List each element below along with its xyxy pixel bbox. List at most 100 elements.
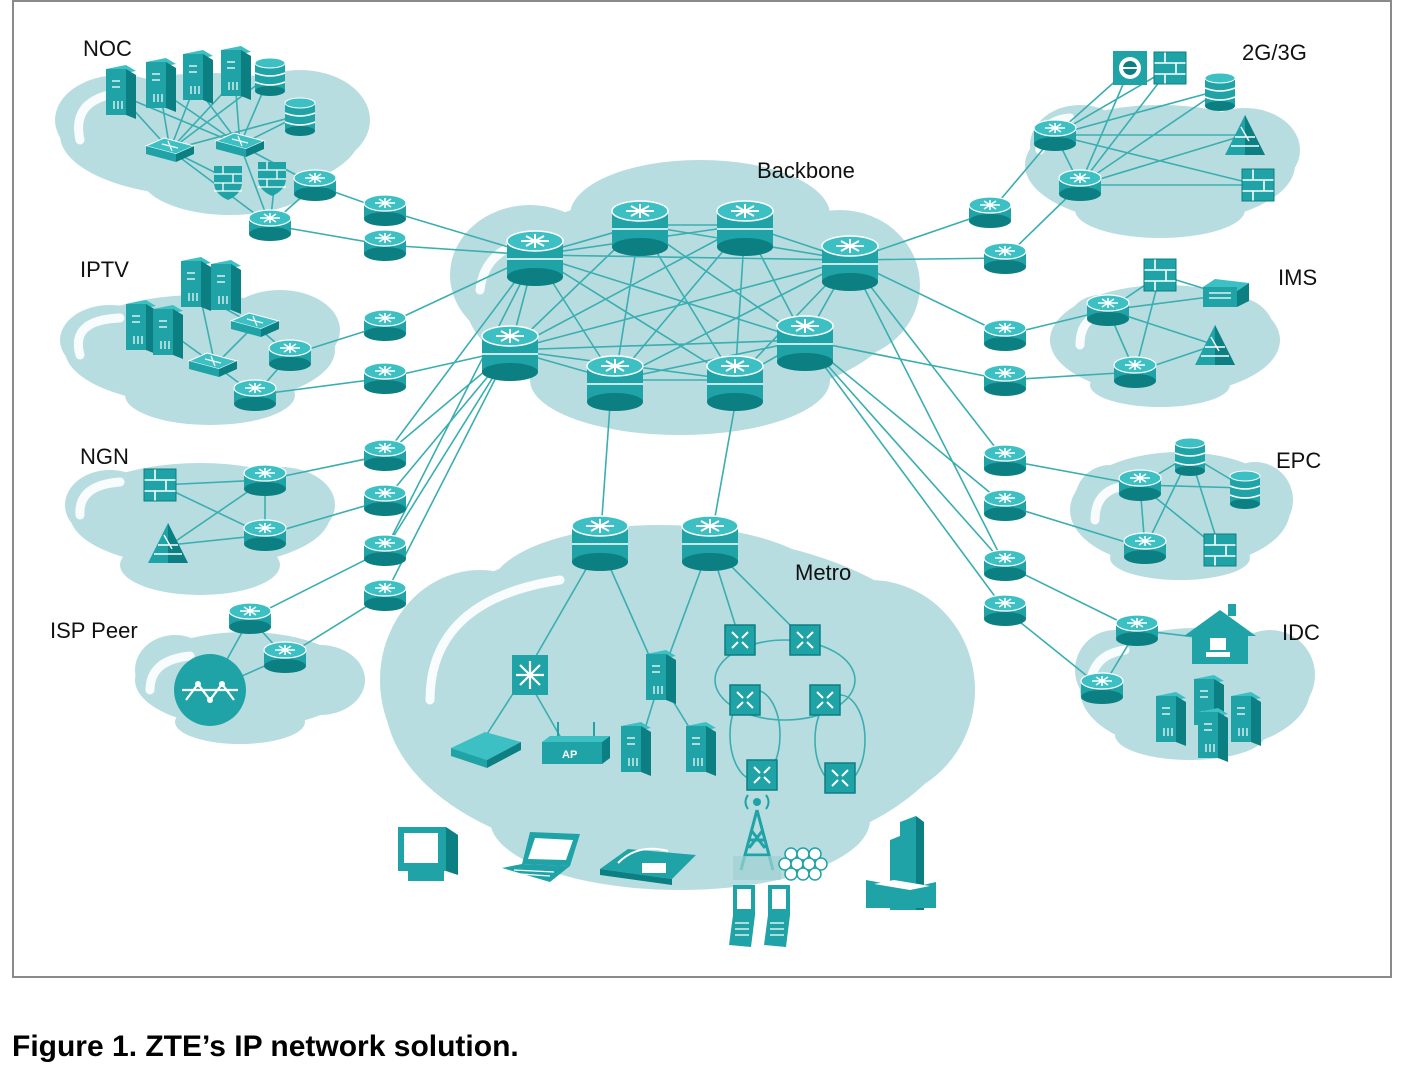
switch-icon — [746, 759, 778, 791]
server-icon — [180, 256, 212, 312]
router-icon — [1033, 119, 1077, 152]
firewall-icon — [1153, 51, 1187, 85]
router-icon — [268, 339, 312, 372]
router-icon — [968, 196, 1012, 229]
switch-icon — [789, 624, 821, 656]
label-iptv: IPTV — [80, 257, 129, 282]
router-icon — [481, 325, 539, 382]
tower-icon — [733, 794, 781, 880]
switch-icon — [724, 624, 756, 656]
router-icon — [363, 229, 407, 262]
router-icon — [681, 515, 739, 572]
switch-icon — [729, 684, 761, 716]
mobile-icon — [729, 885, 755, 947]
cell-grid-icon — [778, 847, 828, 881]
router-icon — [363, 579, 407, 612]
access-point-icon: AP — [542, 722, 610, 764]
label-epc: EPC — [1276, 448, 1321, 473]
server-icon — [182, 49, 214, 105]
server-icon — [152, 304, 184, 360]
database-icon — [254, 57, 286, 97]
label-metro: Metro — [795, 560, 851, 585]
router-icon — [363, 194, 407, 227]
label-ngn: NGN — [80, 444, 129, 469]
firewall-icon — [1241, 168, 1275, 202]
label-idc: IDC — [1282, 620, 1320, 645]
end-user-devices — [398, 794, 936, 947]
label-isp-peer: ISP Peer — [50, 618, 138, 643]
switch-icon — [809, 684, 841, 716]
mobile-icon — [764, 885, 790, 947]
server-icon — [620, 721, 652, 777]
router-icon — [363, 439, 407, 472]
house-icon — [1184, 604, 1256, 664]
metro-devices: AP — [451, 515, 856, 794]
router-icon — [363, 534, 407, 567]
router-icon — [233, 379, 277, 412]
router-icon — [1058, 169, 1102, 202]
router-icon — [1086, 294, 1130, 327]
server-icon — [1230, 691, 1262, 747]
label-2g3g: 2G/3G — [1242, 40, 1307, 65]
ims-devices — [1086, 258, 1249, 389]
figure-caption: Figure 1. ZTE’s IP network solution. — [12, 1030, 519, 1063]
server-icon — [220, 45, 252, 101]
server-icon — [1155, 691, 1187, 747]
router-icon — [1118, 469, 1162, 502]
label-noc: NOC — [83, 36, 132, 61]
right-edge-routers — [968, 196, 1027, 627]
isp-devices — [174, 602, 307, 726]
database-icon — [284, 97, 316, 137]
router-icon — [706, 355, 764, 412]
router-icon — [243, 519, 287, 552]
gateway-icon — [1113, 51, 1147, 85]
laptop-icon — [502, 832, 580, 882]
server-icon — [685, 721, 717, 777]
router-icon — [1113, 356, 1157, 389]
router-icon — [983, 594, 1027, 627]
switch-icon — [824, 762, 856, 794]
database-icon — [1204, 72, 1236, 112]
router-icon — [571, 515, 629, 572]
router-icon — [1115, 614, 1159, 647]
building-icon — [866, 816, 936, 910]
router-icon — [363, 362, 407, 395]
server-icon — [125, 299, 157, 355]
router-icon — [363, 309, 407, 342]
appliance-icon — [1203, 279, 1249, 307]
router-icon — [611, 200, 669, 257]
router-icon — [1123, 532, 1167, 565]
label-ims: IMS — [1278, 265, 1317, 290]
switch-icon — [512, 655, 548, 695]
router-icon — [363, 484, 407, 517]
database-icon — [1174, 437, 1206, 477]
router-icon — [716, 200, 774, 257]
router-icon — [983, 319, 1027, 352]
firewall-icon — [1203, 533, 1237, 567]
router-icon — [228, 602, 272, 635]
router-icon — [586, 355, 644, 412]
server-icon — [145, 57, 177, 113]
cloud-isp — [135, 632, 365, 744]
router-icon — [248, 209, 292, 242]
router-icon — [263, 641, 307, 674]
router-icon — [983, 242, 1027, 275]
left-edge-routers — [363, 194, 407, 612]
router-icon — [243, 464, 287, 497]
phone-icon — [600, 847, 696, 885]
router-icon — [293, 169, 337, 202]
firewall-icon — [1143, 258, 1177, 292]
router-icon — [776, 315, 834, 372]
router-icon — [983, 364, 1027, 397]
modem-icon — [451, 732, 521, 768]
server-icon — [645, 649, 677, 705]
tv-icon — [398, 827, 458, 881]
ap-label: AP — [562, 749, 577, 761]
region-labels: NOC IPTV NGN ISP Peer Backbone Metro 2G/… — [50, 36, 1321, 645]
router-icon — [983, 549, 1027, 582]
server-icon — [105, 64, 137, 120]
router-icon — [821, 235, 879, 292]
peering-exchange-icon — [174, 654, 246, 726]
g23-devices — [1033, 51, 1275, 202]
network-diagram: AP — [50, 36, 1321, 947]
